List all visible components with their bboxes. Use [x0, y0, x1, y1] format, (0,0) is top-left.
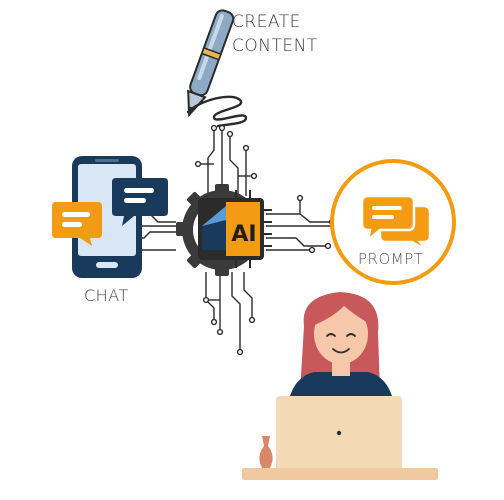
- woman-with-laptop-illustration: [242, 292, 438, 480]
- create-label-line2: CONTENT: [232, 36, 318, 56]
- create-label-line1: CREATE: [232, 12, 301, 32]
- prompt-label: PROMPT: [358, 250, 424, 268]
- prompt-chat-bubbles-icon: [330, 159, 456, 285]
- smartphone-chat-icon: [52, 156, 168, 278]
- pen-icon: [186, 9, 248, 128]
- ai-chip-label: AI: [231, 222, 256, 247]
- ai-chip-gear-icon: AI: [176, 184, 272, 276]
- create-content-label: CREATE CONTENT: [232, 10, 318, 58]
- chat-label: CHAT: [84, 286, 129, 305]
